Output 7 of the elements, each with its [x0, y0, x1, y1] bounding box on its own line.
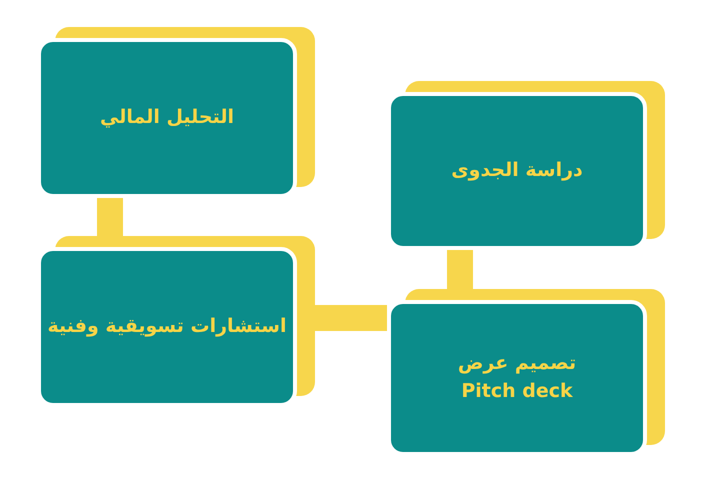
box-label: استشارات تسويقية وفنية [48, 314, 286, 340]
box-label: تصميم عرض Pitch deck [456, 351, 578, 404]
connector-bar [97, 198, 123, 236]
connector-bar [315, 305, 387, 331]
box-label: التحليل المالي [100, 105, 234, 130]
connector-bar [447, 250, 473, 289]
box-label: دراسة الجدوى [451, 158, 583, 184]
